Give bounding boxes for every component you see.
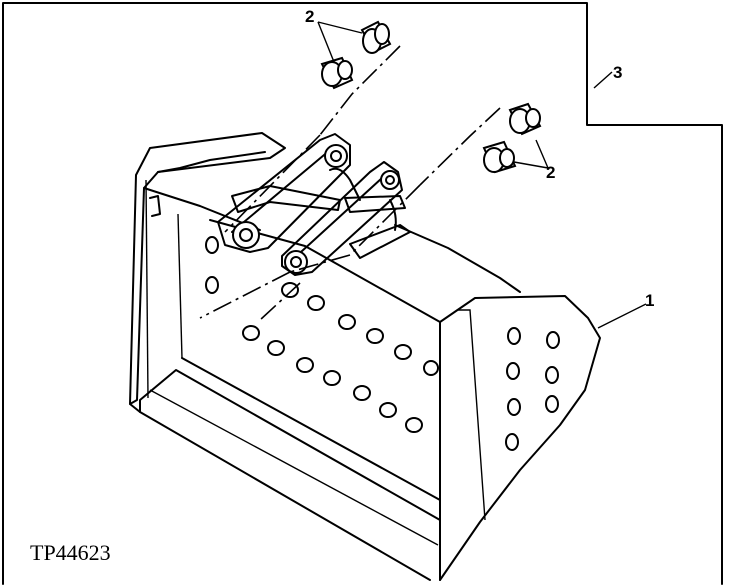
leader-lines bbox=[317, 21, 647, 329]
callout-bushings-right: 2 bbox=[546, 163, 555, 182]
callout-boundary: 3 bbox=[613, 63, 622, 82]
figure-id-label: TP44623 bbox=[30, 540, 111, 565]
bushing-icon bbox=[320, 20, 542, 174]
bucket-drawing bbox=[129, 132, 601, 581]
callout-bushings-top: 2 bbox=[305, 7, 314, 26]
callout-bucket: 1 bbox=[645, 291, 654, 310]
pin-centerlines bbox=[199, 45, 501, 321]
